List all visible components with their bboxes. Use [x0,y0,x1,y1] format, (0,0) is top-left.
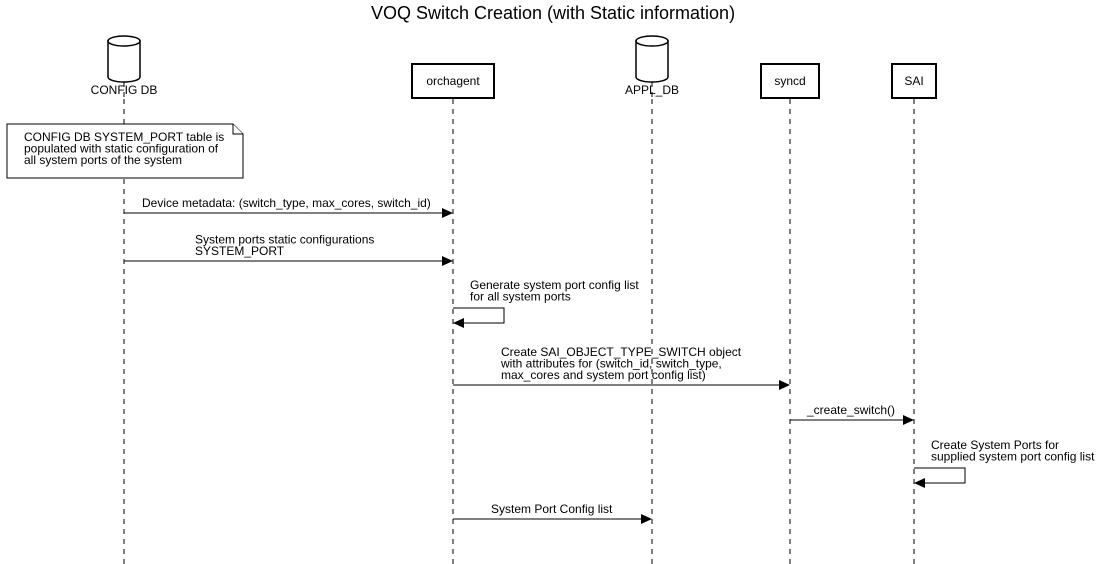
arrowhead-icon [641,514,652,524]
message-label: Generate system port config list [470,278,639,292]
note-line: populated with static configuration of [24,142,219,156]
message-label: with attributes for (switch_id, switch_t… [500,357,722,371]
participant-box [891,63,937,99]
arrowhead-icon [903,415,914,425]
message-1: Device metadata: (switch_type, max_cores… [124,196,453,218]
participant-label: syncd [774,74,805,88]
arrowhead-icon [779,380,790,390]
participant-label: APPL_DB [625,83,679,97]
participant-label: CONFIG DB [91,83,158,97]
note-line: all system ports of the system [24,153,182,167]
participant-box [411,63,495,99]
message-label: max_cores and system port config list) [501,368,706,382]
arrowhead-icon [453,318,464,328]
message-label: Device metadata: (switch_type, max_cores… [142,196,431,210]
message-line [914,467,966,484]
message-label: Create System Ports for [931,438,1059,452]
message-label: supplied system port config list [931,450,1095,464]
message-7: System Port Config list [453,502,652,524]
note-line: CONFIG DB SYSTEM_PORT table is [24,130,224,144]
participant-appldb: APPL_DB [625,35,679,99]
message-label: Create SAI_OBJECT_TYPE_SWITCH object [501,345,742,359]
message-4: Create SAI_OBJECT_TYPE_SWITCH objectwith… [453,345,790,390]
participant-sai: SAI [891,63,937,99]
message-label: _create_switch() [806,403,895,417]
note-box [6,123,244,179]
message-2: System ports static configurationsSYSTEM… [124,233,453,266]
participant-label: orchagent [426,74,480,88]
participant-configdb: CONFIG DB [91,35,158,99]
message-5: _create_switch() [790,403,914,425]
participant-box [760,63,820,99]
message-label: SYSTEM_PORT [195,244,285,258]
message-label: for all system ports [470,290,571,304]
database-icon [107,35,141,99]
arrowhead-icon [914,478,925,488]
participant-orchagent: orchagent [411,63,495,99]
messages: Device metadata: (switch_type, max_cores… [124,196,1095,524]
note: CONFIG DB SYSTEM_PORT table ispopulated … [6,123,244,179]
lifelines [123,99,915,564]
arrowhead-icon [442,208,453,218]
participant-syncd: syncd [760,63,820,99]
arrowhead-icon [442,256,453,266]
participant-label: SAI [904,74,923,88]
message-label: System ports static configurations [195,233,374,247]
note-fold-icon [232,124,243,135]
database-icon [635,35,669,99]
message-label: System Port Config list [491,502,613,516]
message-line [453,307,505,324]
diagram-title: VOQ Switch Creation (with Static informa… [371,3,735,23]
